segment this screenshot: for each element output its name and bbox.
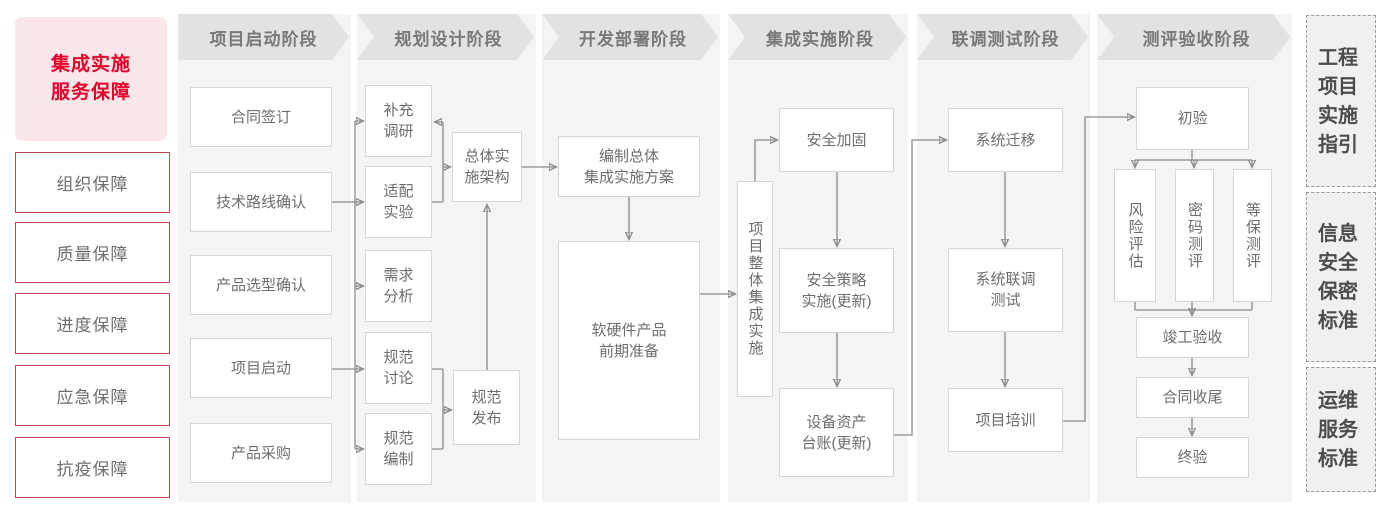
standard-row: 安全	[1318, 251, 1358, 274]
node-system-migration: 系统迁移	[948, 108, 1063, 172]
node-product-procurement: 产品采购	[190, 423, 332, 483]
node-completion-acceptance: 竣工验收	[1136, 317, 1249, 358]
standard-row: 信息	[1318, 222, 1358, 245]
node-overall-implementation-architecture: 总体实 施架构	[452, 132, 522, 202]
node-spec-drafting: 规范 编制	[365, 413, 432, 485]
standard-row: 指引	[1318, 133, 1358, 156]
node-product-selection-confirm: 产品选型确认	[190, 255, 332, 315]
sidebar-item-quality-guarantee: 质量保障	[15, 222, 170, 283]
node-overall-project-integration: 项目整体集成实施	[737, 181, 773, 397]
phase-header-integration: 集成实施阶段	[728, 14, 906, 60]
standard-row: 保密	[1318, 280, 1358, 303]
phase-header-project-kickoff: 项目启动阶段	[178, 14, 349, 60]
node-initial-acceptance: 初验	[1136, 87, 1249, 150]
node-project-kickoff: 项目启动	[190, 338, 332, 398]
sidebar-item-emergency-guarantee: 应急保障	[15, 365, 170, 426]
node-tech-route-confirm: 技术路线确认	[190, 172, 332, 232]
node-project-training: 项目培训	[948, 388, 1063, 452]
node-final-acceptance: 终验	[1136, 437, 1249, 478]
node-supplementary-research: 补充 调研	[365, 85, 432, 157]
phase-header-joint-testing: 联调测试阶段	[917, 14, 1088, 60]
standard-om-service: 运维 服务 标准	[1306, 367, 1376, 492]
phase-header-evaluation-acceptance: 测评验收阶段	[1097, 14, 1290, 60]
node-classified-protection-evaluation: 等保测评	[1233, 169, 1272, 302]
sidebar-item-epidemic-guarantee: 抗疫保障	[15, 437, 170, 498]
sidebar-title-integration-service-guarantee: 集成实施 服务保障	[15, 17, 167, 141]
node-contract-signing: 合同签订	[190, 87, 332, 147]
standard-info-security-confidentiality: 信息 安全 保密 标准	[1306, 192, 1376, 362]
standard-project-implementation-guide: 工程 项目 实施 指引	[1306, 15, 1376, 187]
node-hw-sw-preparation: 软硬件产品 前期准备	[558, 241, 700, 440]
standard-row: 标准	[1318, 447, 1358, 470]
standard-row: 运维	[1318, 389, 1358, 412]
node-spec-release: 规范 发布	[453, 370, 520, 445]
standard-row: 项目	[1318, 75, 1358, 98]
sidebar-item-schedule-guarantee: 进度保障	[15, 293, 170, 354]
standard-row: 服务	[1318, 418, 1358, 441]
standard-row: 标准	[1318, 309, 1358, 332]
node-security-hardening: 安全加固	[779, 108, 894, 172]
node-adaptation-test: 适配 实验	[365, 166, 432, 238]
node-overall-integration-plan: 编制总体 集成实施方案	[558, 136, 700, 197]
node-system-joint-debugging: 系统联调 测试	[948, 248, 1063, 332]
node-requirement-analysis: 需求 分析	[365, 250, 432, 322]
node-asset-ledger-update: 设备资产 台账(更新)	[779, 388, 894, 477]
node-security-policy-implementation: 安全策略 实施(更新)	[779, 248, 894, 333]
sidebar-item-organization-guarantee: 组织保障	[15, 152, 170, 213]
standard-row: 工程	[1318, 46, 1358, 69]
node-risk-assessment: 风险评估	[1114, 169, 1156, 302]
node-spec-discussion: 规范 讨论	[365, 332, 432, 404]
standard-row: 实施	[1318, 104, 1358, 127]
phase-header-planning-design: 规划设计阶段	[357, 14, 534, 60]
node-contract-closure: 合同收尾	[1136, 377, 1249, 418]
node-crypto-evaluation: 密码测评	[1175, 169, 1214, 302]
phase-header-dev-deploy: 开发部署阶段	[542, 14, 718, 60]
